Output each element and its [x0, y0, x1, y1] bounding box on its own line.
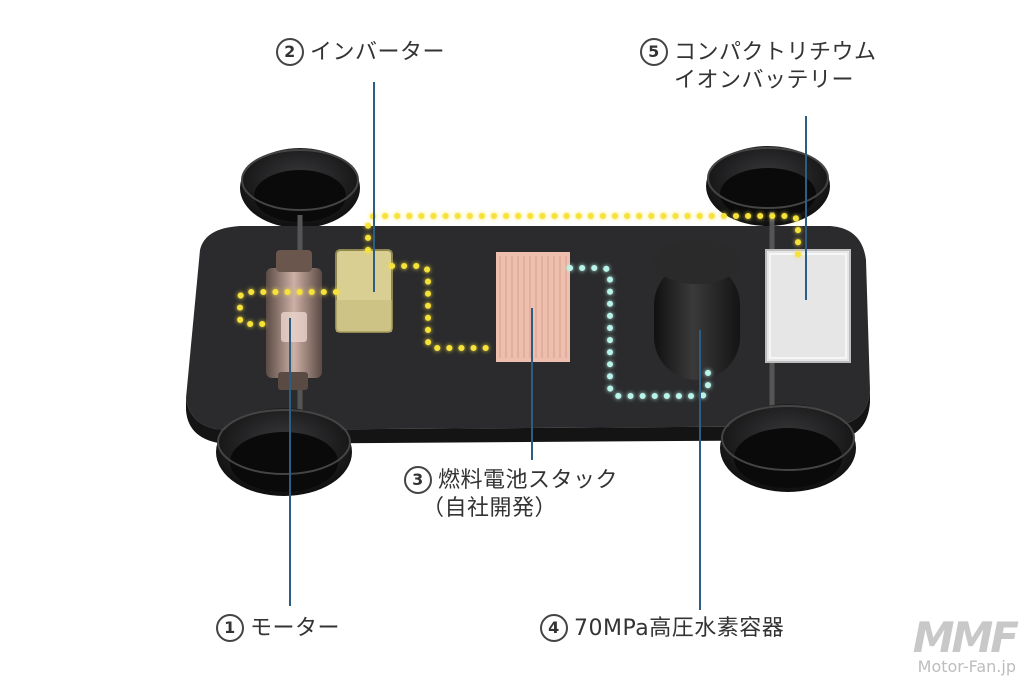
rear-right-tire [706, 146, 830, 226]
leader-lines [289, 82, 807, 610]
rear-left-tire [240, 148, 360, 228]
label-text-line1: 燃料電池スタック [438, 468, 619, 493]
battery-pack [765, 249, 851, 363]
label-text: 70MPa高圧水素容器 [574, 616, 785, 641]
label-number: 3 [404, 466, 432, 494]
motor-unit [266, 250, 322, 390]
front-right-tire [720, 404, 856, 492]
inverter-box [335, 249, 393, 333]
label-text: インバーター [310, 40, 446, 65]
label-text-line1: コンパクトリチウム [674, 40, 877, 65]
power-line-yellow-fc [389, 263, 499, 351]
front-left-tire [216, 408, 352, 496]
label-text-line2: イオンバッテリー [674, 68, 855, 93]
watermark-logo: MMF [912, 613, 1019, 662]
watermark-site: Motor-Fan.jp [917, 657, 1016, 676]
hydrogen-line-cyan [567, 265, 711, 399]
power-line-yellow-motor [237, 289, 339, 327]
label-text-line2: （自社開発） [422, 496, 558, 521]
label-text: モーター [250, 616, 341, 641]
label-number: 2 [276, 38, 304, 66]
hydrogen-tank [654, 240, 740, 380]
watermark: MMF Motor-Fan.jp [866, 613, 1019, 676]
label-number: 4 [540, 614, 568, 642]
label-number: 5 [640, 38, 668, 66]
label-number: 1 [216, 614, 244, 642]
